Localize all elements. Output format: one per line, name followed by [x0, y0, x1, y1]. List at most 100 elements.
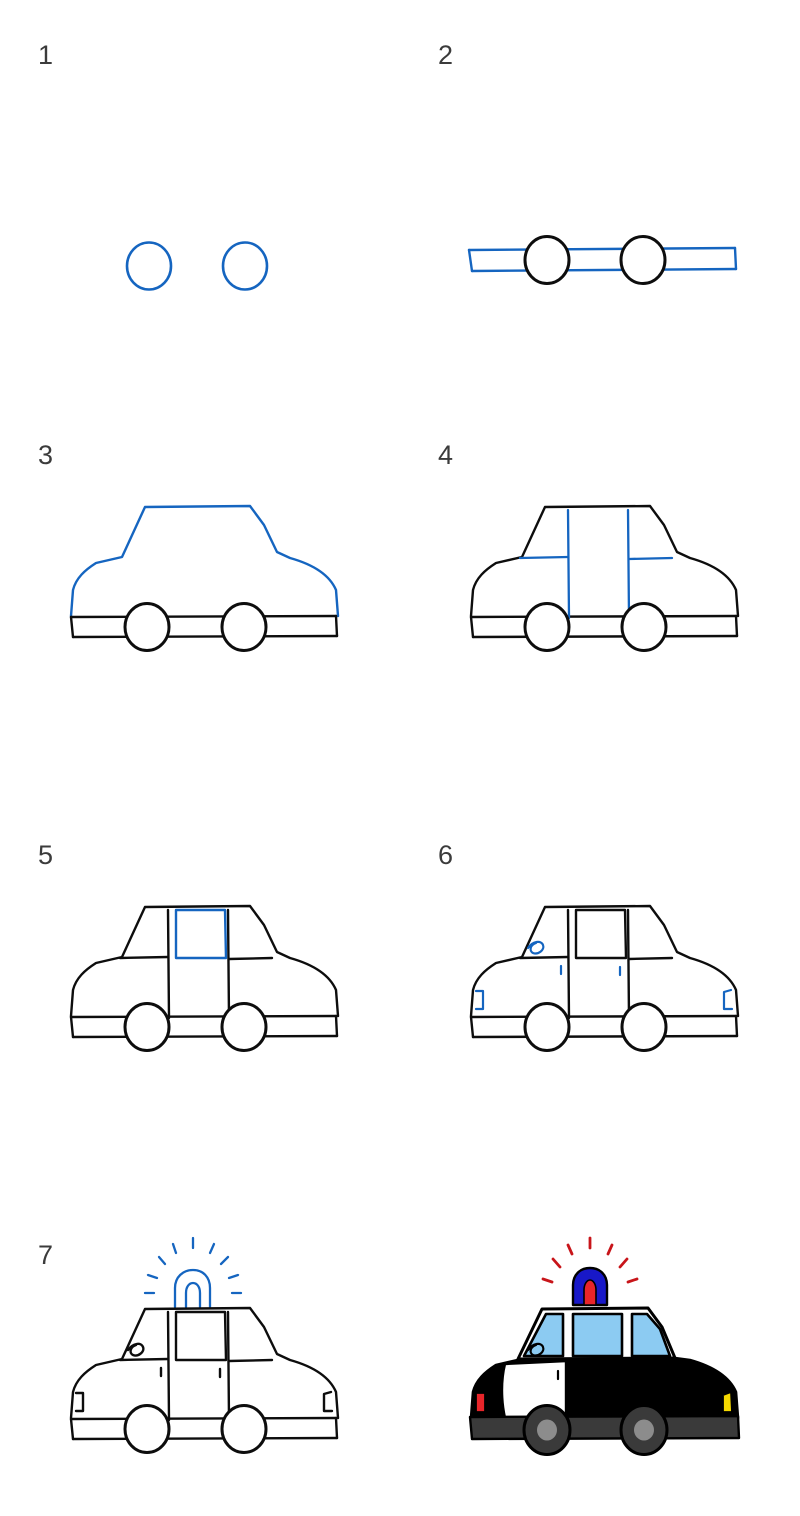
step-number-7: 7	[38, 1240, 54, 1270]
tail-light-red	[475, 1392, 486, 1413]
wheel-circles-blue	[125, 241, 269, 291]
siren-ray-8	[227, 1273, 240, 1280]
chassis-bar-black	[69, 614, 339, 639]
step-panel-2: 2	[400, 0, 800, 400]
rear-pillar-line	[626, 908, 631, 1020]
siren-rays-red	[541, 1236, 639, 1284]
front-pillar-line	[566, 508, 571, 620]
front-wheel-circle	[620, 602, 668, 652]
tail-light-shape	[474, 989, 485, 1011]
chassis-right-cap	[334, 1014, 339, 1038]
step-panel-4: 4	[400, 400, 800, 800]
car-body-silhouette	[69, 904, 340, 1018]
car-body-silhouette	[469, 904, 740, 1018]
chassis-left-cap	[467, 248, 474, 273]
siren-ray-7	[626, 1277, 639, 1284]
step-number-4: 4	[438, 440, 454, 470]
chassis-bottom-edge	[471, 634, 739, 639]
step-art-4	[400, 400, 800, 800]
chassis-top-edge	[467, 246, 737, 252]
siren-lamp	[571, 1266, 609, 1307]
window-base-right	[227, 956, 274, 961]
step-art-final	[400, 1200, 800, 1516]
rear-wheel-circle	[125, 241, 173, 291]
car-line-drawing-black	[69, 1306, 340, 1441]
middle-window-rect	[174, 908, 228, 960]
siren-ray-2	[566, 1243, 574, 1256]
step-art-3	[0, 400, 400, 800]
wheel-circles-black	[523, 1002, 668, 1052]
siren-ray-6	[146, 1273, 159, 1280]
siren-ray-6	[541, 1277, 554, 1284]
front-pillar-line	[566, 908, 571, 1020]
wheels-group	[522, 1404, 669, 1456]
window-base-right	[227, 1358, 274, 1363]
front-wheel-circle	[220, 1404, 268, 1454]
middle-window-rect	[174, 1310, 228, 1362]
siren-ray-4	[208, 1242, 216, 1255]
chassis-left-cap	[69, 1417, 75, 1441]
tail-light-shape	[74, 1391, 85, 1413]
front-wheel-circle	[221, 241, 269, 291]
chassis-right-cap	[733, 246, 738, 271]
wheel-circles-black	[123, 1002, 268, 1052]
chassis-top-edge	[69, 1416, 338, 1421]
chassis-left-cap	[469, 1015, 475, 1039]
chassis-top-edge	[69, 614, 338, 619]
car-body-silhouette	[69, 1306, 340, 1420]
chassis-bottom-edge	[71, 1034, 339, 1039]
head-light-shape	[722, 988, 734, 1011]
window-base-left	[118, 1357, 170, 1362]
front-hub	[634, 1419, 654, 1441]
chassis-bottom-edge	[470, 267, 738, 273]
rear-wheel	[522, 1404, 572, 1456]
body-outline-blue	[69, 504, 340, 618]
siren-ray-1	[551, 1257, 562, 1269]
window-base-left	[518, 555, 570, 560]
front-pillar-line	[166, 1310, 171, 1422]
side-mirror-icon	[526, 1342, 545, 1357]
siren-dome-inner	[184, 1281, 202, 1309]
chassis-right-cap	[334, 614, 339, 638]
chassis-bar-blue	[467, 246, 738, 273]
pillar-lines-blue	[518, 508, 674, 620]
siren-ray-5	[219, 1255, 230, 1266]
siren-blue	[143, 1236, 243, 1309]
step-number-6: 6	[438, 840, 454, 870]
chassis-top-edge	[469, 614, 738, 619]
siren-lamp-red	[583, 1279, 597, 1306]
head-light-shape	[322, 1390, 334, 1413]
step-art-7	[0, 1200, 400, 1516]
head-light-yellow	[722, 1391, 733, 1413]
step-art-5	[0, 800, 400, 1200]
siren-ray-4	[606, 1243, 614, 1256]
rear-wheel-circle	[523, 235, 571, 285]
rear-pillar-line	[226, 908, 231, 1020]
chassis-left-cap	[69, 615, 75, 639]
chassis-right-cap	[334, 1416, 339, 1440]
bumper-bar	[468, 1414, 741, 1441]
body-outline-black	[69, 904, 340, 1039]
wheel-circles-black	[523, 235, 667, 285]
windshield-window	[630, 1312, 672, 1358]
chassis-top-edge	[469, 1014, 738, 1019]
step-panel-5: 5	[0, 800, 400, 1200]
chassis-right-cap	[734, 614, 739, 638]
window-glass-group	[522, 1312, 672, 1358]
rear-hub	[537, 1419, 557, 1441]
step-number-1: 1	[38, 40, 54, 70]
wheel-circles-black	[123, 602, 268, 652]
step-panel-3: 3	[0, 400, 400, 800]
front-wheel-circle	[220, 1002, 268, 1052]
wheel-circles-black	[123, 1404, 268, 1454]
step-panel-final	[400, 1200, 800, 1516]
rear-wheel-circle	[123, 602, 171, 652]
chassis-left-cap	[469, 615, 475, 639]
step-number-3: 3	[38, 440, 54, 470]
front-wheel-circle	[619, 235, 667, 285]
wheel-circles-black	[523, 602, 668, 652]
window-base-left	[118, 955, 170, 960]
body-outline-black	[469, 904, 740, 1039]
step-number-5: 5	[38, 840, 54, 870]
